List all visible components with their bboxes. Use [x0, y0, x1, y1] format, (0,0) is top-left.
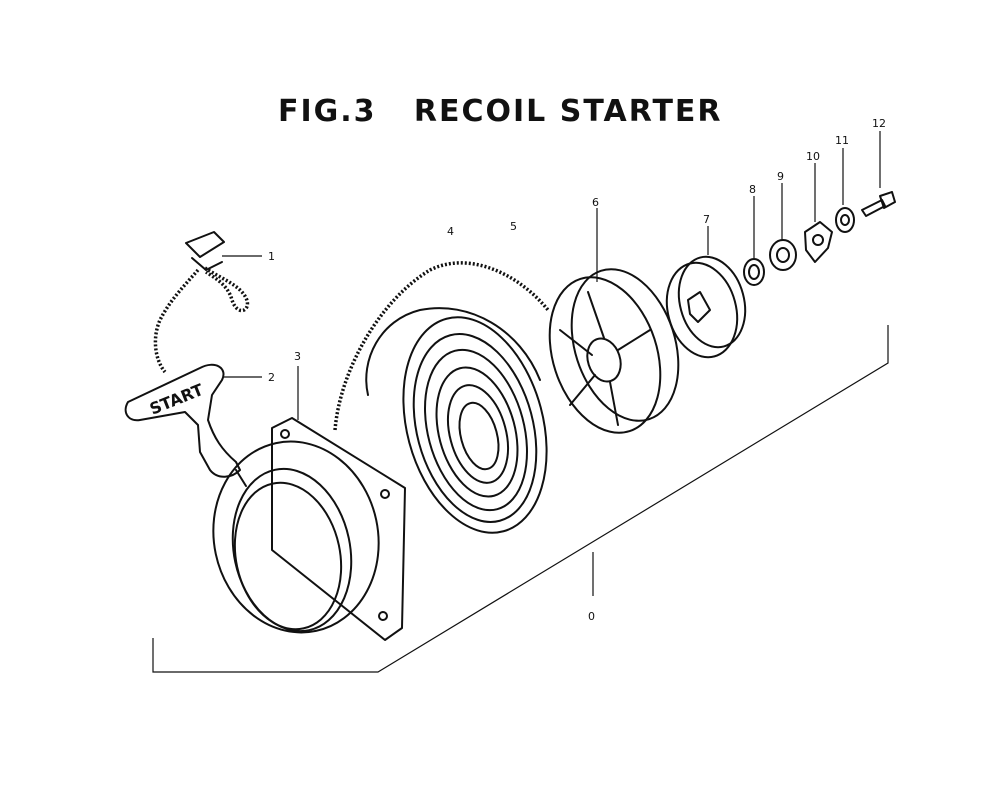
part-11-washer [835, 148, 855, 233]
part-1-grip-cap [153, 231, 262, 374]
callout-4: 4 [447, 225, 454, 238]
part-4-spiral-spring [365, 307, 548, 534]
part-7-ratchet-hub [665, 226, 747, 359]
callout-10: 10 [806, 150, 820, 163]
part-2-start-handle: START [124, 363, 262, 487]
callout-3: 3 [294, 350, 301, 363]
callout-1: 1 [268, 250, 275, 263]
callout-6: 6 [592, 196, 599, 209]
figure-title: FIG.3 RECOIL STARTER [278, 94, 723, 129]
callout-8: 8 [749, 183, 756, 196]
callout-0: 0 [588, 610, 595, 623]
part-9-washer [769, 183, 797, 271]
part-5-rope [333, 261, 550, 431]
figure-name: RECOIL STARTER [413, 94, 723, 129]
assembly-bracket [152, 325, 889, 673]
part-3-starter-housing [212, 366, 406, 641]
callout-11: 11 [835, 134, 849, 147]
callout-2: 2 [268, 371, 275, 384]
part-10-pawl-plate [804, 163, 833, 263]
callout-9: 9 [777, 170, 784, 183]
callout-5: 5 [510, 220, 517, 233]
part-8-nut [743, 196, 765, 286]
part-12-screw [861, 131, 896, 217]
figure-number: FIG.3 [278, 94, 377, 129]
callout-12: 12 [872, 117, 886, 130]
callout-7: 7 [703, 213, 710, 226]
